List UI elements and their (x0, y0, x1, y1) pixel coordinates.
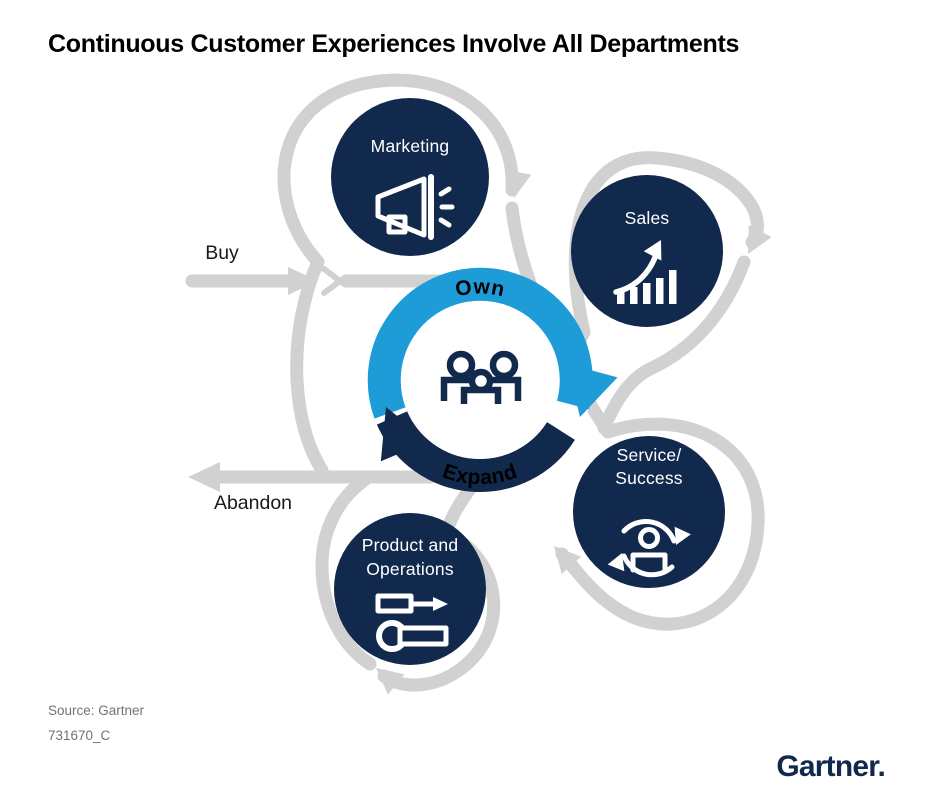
marketing-loop (277, 73, 519, 477)
own-label: Own (454, 275, 507, 301)
service-label-line2: Success (615, 468, 683, 488)
service-label-line1: Service/ (617, 445, 682, 465)
service-circle (573, 436, 725, 588)
marketing-label: Marketing (371, 136, 450, 156)
marketing-circle (331, 98, 489, 256)
lifecycle-ring: Own Expand (367, 267, 618, 493)
product-label-line2: Operations (366, 559, 454, 579)
abandon-label: Abandon (214, 492, 292, 514)
service-loop (555, 417, 765, 631)
product-label-line1: Product and (362, 535, 459, 555)
department-service-success: Service/ Success (573, 436, 725, 588)
department-sales: Sales (571, 175, 723, 327)
path-arrowhead-icon (554, 546, 582, 575)
source-note: Source: Gartner (48, 703, 145, 718)
megaphone-icon (375, 174, 455, 240)
product-exit-line (315, 472, 377, 671)
path-arrowhead-icon (748, 224, 772, 254)
abandon-arrowhead-icon (188, 462, 220, 492)
product-loop (377, 479, 501, 692)
department-marketing: Marketing (331, 98, 489, 256)
sales-label: Sales (625, 208, 670, 228)
document-id: 731670_C (48, 728, 111, 743)
buy-chevron-icon (321, 266, 343, 296)
customer-retention-icon (607, 519, 691, 578)
own-arc-arrowhead-icon (567, 363, 618, 417)
own-arc (367, 267, 593, 419)
buy-label: Buy (205, 242, 239, 264)
path-arrowhead-icon (376, 668, 405, 695)
sales-exit-line (597, 255, 751, 435)
growth-chart-icon (613, 240, 677, 304)
department-product-operations: Product and Operations (334, 513, 486, 665)
path-arrowhead-icon (505, 170, 532, 198)
journey-path (185, 73, 765, 692)
tools-icon (375, 593, 449, 652)
customers-icon (440, 350, 522, 404)
buy-arrowhead-icon (288, 267, 318, 295)
gartner-logo: Gartner. (776, 750, 885, 783)
journey-arrowheads (188, 170, 772, 695)
page-title: Continuous Customer Experiences Involve … (48, 30, 740, 58)
expand-arc-arrowhead-icon (380, 407, 429, 462)
